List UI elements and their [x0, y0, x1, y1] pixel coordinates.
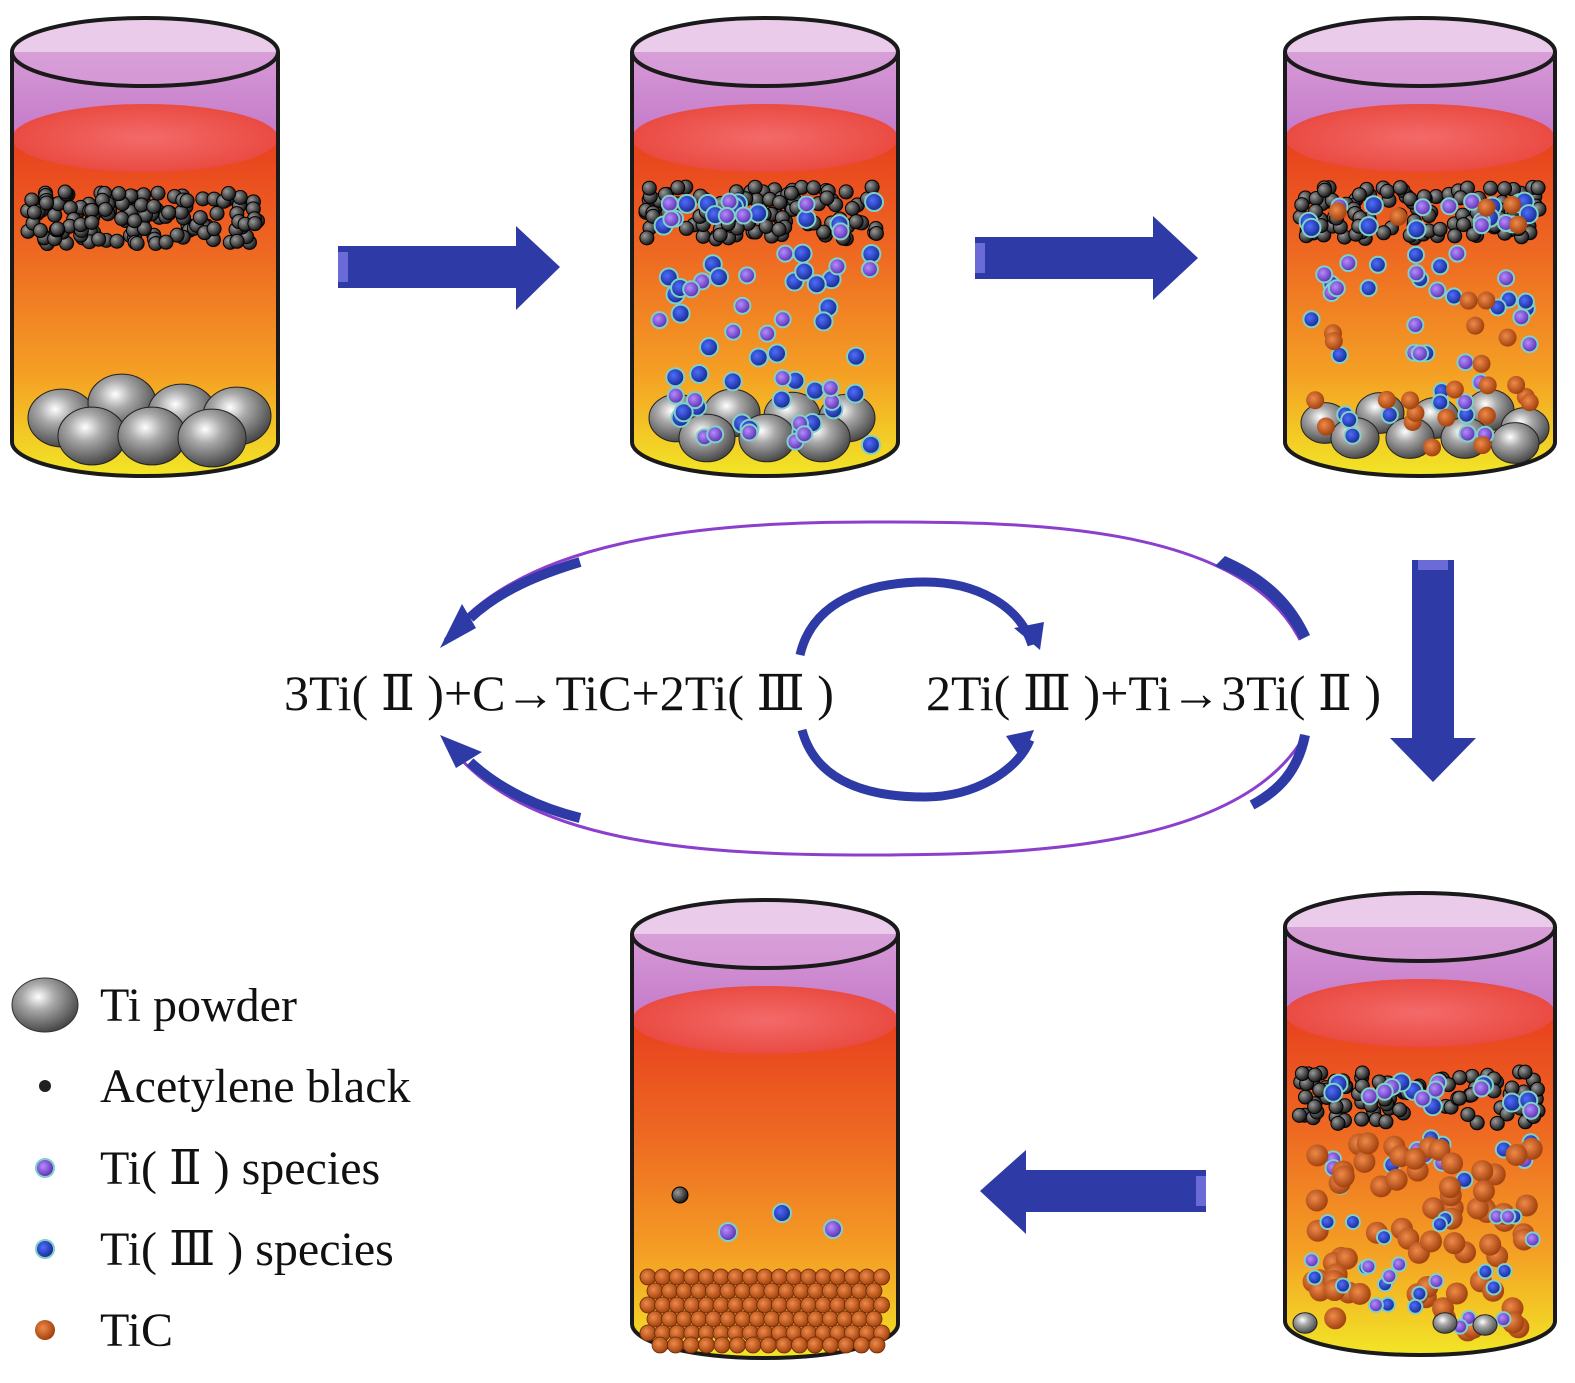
- arrow-right-1: [338, 226, 560, 310]
- legend-label-ti-powder: Ti powder: [100, 979, 297, 1032]
- arrow-left: [980, 1150, 1206, 1234]
- reaction-cycle: [440, 520, 1310, 857]
- ti3-legend-icon: [35, 1239, 55, 1259]
- arrow-down: [1390, 560, 1476, 782]
- acetylene-black-legend-icon: [39, 1080, 51, 1092]
- inner-cycle-bottom-arc: [797, 728, 1035, 802]
- legend-icons: [11, 977, 79, 1340]
- beaker-3: [1283, 16, 1557, 478]
- equation-left: 3Ti( Ⅱ )+C→TiC+2Ti( Ⅲ ): [284, 665, 834, 721]
- beaker-1: [10, 16, 280, 478]
- ti2-legend-icon: [35, 1158, 55, 1178]
- arrow-right-2: [975, 216, 1198, 300]
- beaker-5: [630, 898, 900, 1360]
- outer-cycle-top-arc: [443, 520, 1302, 641]
- equation-right: 2Ti( Ⅲ )+Ti→3Ti( Ⅱ ): [926, 665, 1382, 721]
- ti-powder-legend-icon: [11, 977, 79, 1033]
- outer-cycle-bottom-arc: [443, 734, 1307, 857]
- legend-label-ti3: Ti( Ⅲ ) species: [100, 1223, 394, 1276]
- tic-legend-icon: [35, 1320, 55, 1340]
- inner-cycle-top-arc: [795, 577, 1037, 657]
- process-arrows: [338, 216, 1476, 1234]
- beakers-group: [10, 16, 1557, 1360]
- legend-label-tic: TiC: [100, 1304, 173, 1357]
- legend-label-ti2: Ti( Ⅱ ) species: [100, 1142, 381, 1195]
- legend-label-acetylene-black: Acetylene black: [100, 1060, 411, 1113]
- beaker-2: [630, 16, 900, 478]
- beaker-4: [1283, 891, 1557, 1357]
